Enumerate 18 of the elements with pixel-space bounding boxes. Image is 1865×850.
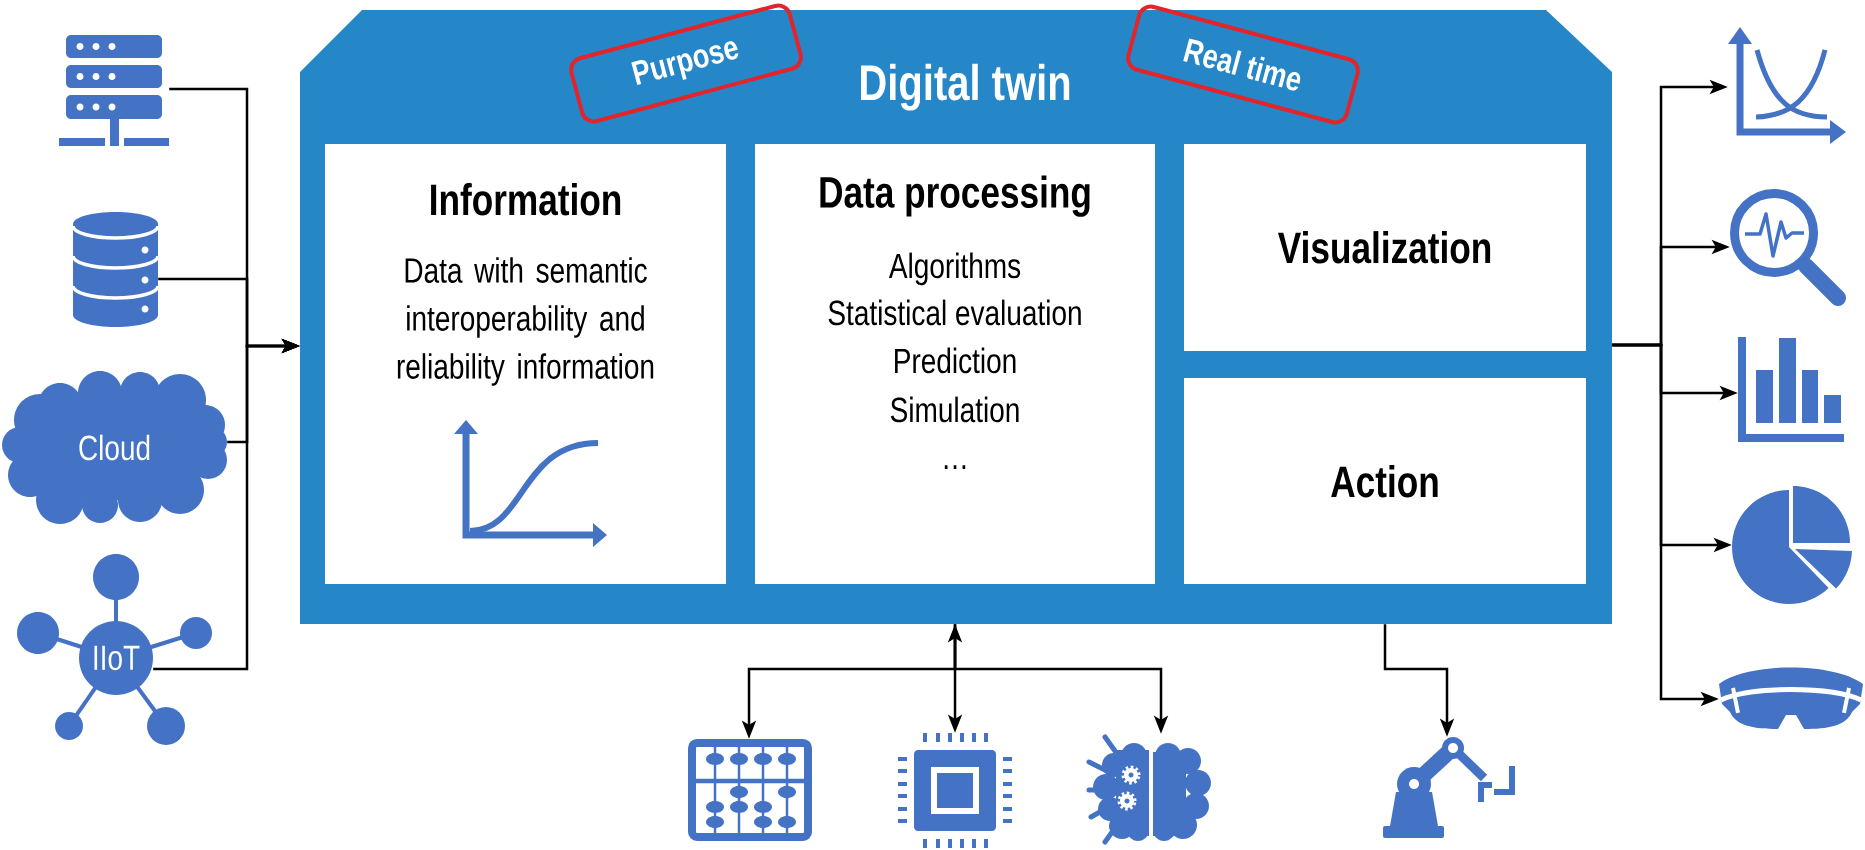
- chip-icon: [898, 733, 1012, 848]
- database-icon: [71, 212, 160, 327]
- brain-icon: [1086, 734, 1211, 845]
- content-box: Visualization: [1184, 144, 1586, 351]
- line-chart-icon: [1728, 27, 1846, 144]
- pie-chart-icon: [1732, 486, 1852, 604]
- network-hub: IIoT: [17, 554, 212, 745]
- tag: Purpose: [569, 3, 803, 124]
- content-box: Data processing Algorithms Statistical evaluation Prediction Simulation …: [755, 144, 1155, 584]
- tag: Real time: [1126, 4, 1360, 125]
- goggles-icon: [1719, 667, 1863, 729]
- content-box: Action: [1184, 378, 1586, 584]
- server-icon: [59, 35, 169, 146]
- content-box: Information Data with semantic interoperability and reliability information: [325, 144, 726, 584]
- magnifier-icon: [1730, 189, 1846, 306]
- bar-chart-icon: [1738, 337, 1844, 442]
- abacus-icon: [688, 739, 812, 841]
- robot-arm-icon: [1383, 737, 1515, 838]
